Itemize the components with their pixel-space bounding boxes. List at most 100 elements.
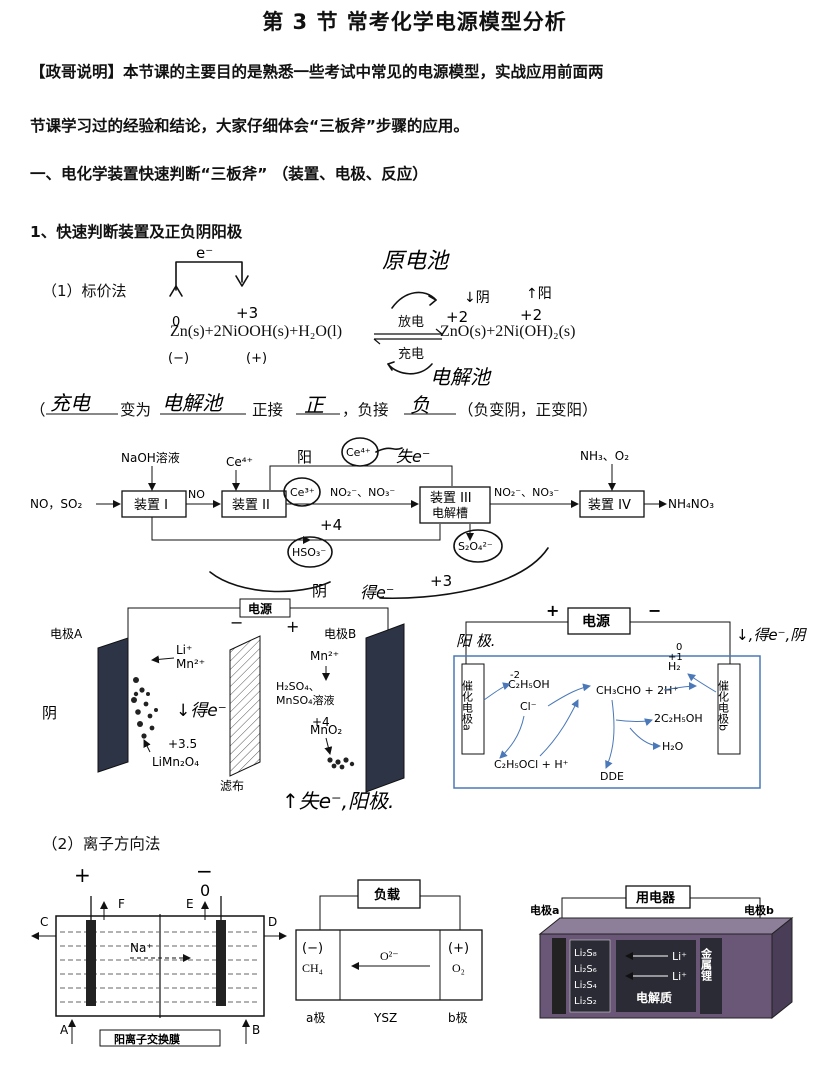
equation-annotations: e⁻ 0 +3 +2 +2 (−) (+) 原电池 电解池 ↓阴 ↑阳 bbox=[168, 244, 552, 389]
ysz-pos-mark: (+) bbox=[448, 941, 469, 956]
port-b: B bbox=[252, 1023, 260, 1037]
methane-label: CH₄ bbox=[302, 961, 323, 975]
fill-negative-connect: ，负接 bbox=[342, 401, 389, 419]
li-ion-1: Li⁺ bbox=[672, 950, 687, 963]
ysz-label: YSZ bbox=[373, 1011, 397, 1025]
zn-product-oxidation-state: +2 bbox=[446, 308, 468, 326]
s2o4-circle bbox=[453, 529, 503, 563]
power-box-left bbox=[239, 598, 291, 618]
mn-ion-b-label: Mn²⁺ bbox=[310, 649, 339, 663]
polysulfide-s6: Li₂S₆ bbox=[574, 964, 597, 975]
ysz-fuel-cell: 负载 (−) (+) CH₄ O₂ O²⁻ a极 YSZ b极 bbox=[295, 879, 483, 1025]
fill-open: （ bbox=[30, 401, 46, 419]
power-label-left: 电源 bbox=[248, 601, 272, 616]
electrolyte-label: 电解质 bbox=[636, 990, 672, 1005]
membrane-label: 阳离子交换膜 bbox=[114, 1032, 180, 1046]
ethanol-2-label: 2C₂H₅OH bbox=[654, 712, 703, 725]
equation-right: ZnO(s)+2Ni(OH)₂(s) bbox=[440, 323, 576, 340]
dde-minus: − bbox=[648, 601, 661, 620]
ion-left-plus: + bbox=[74, 863, 91, 887]
device-1-label: 装置 I bbox=[134, 498, 168, 513]
dde-power-label: 电源 bbox=[582, 613, 610, 630]
intro-line-2: 节课学习过的经验和结论，大家仔细体会“三板斧”步骤的应用。 bbox=[30, 117, 469, 135]
naoh-label: NaOH溶液 bbox=[121, 450, 180, 465]
limn2o4-electrolysis-cell: 电源 − + 电极A 滤布 电极B Li⁺ Mn²⁺ bbox=[42, 598, 405, 813]
a-pole-label: a极 bbox=[306, 1011, 325, 1025]
solution-label-1: H₂SO₄、 bbox=[276, 680, 320, 693]
flow-lose-electron-note: 失e⁻ bbox=[396, 447, 430, 466]
polysulfide-s8: Li₂S₈ bbox=[574, 948, 597, 959]
dde-wire-left bbox=[465, 621, 568, 666]
port-c: C bbox=[40, 915, 48, 929]
flow-plus4-note: +4 bbox=[320, 516, 342, 534]
method-2-label: （2）离子方向法 bbox=[42, 835, 161, 853]
dde-cathode-note: ↓,得e⁻,阴 bbox=[736, 626, 807, 644]
negative-mark: (−) bbox=[168, 351, 189, 366]
zn-oxidation-state: 0 bbox=[172, 315, 180, 330]
filter-cloth bbox=[229, 635, 261, 777]
li-ion-label: Li⁺ bbox=[176, 643, 192, 657]
equation-charge: 充电 bbox=[398, 347, 425, 362]
load-label: 负载 bbox=[374, 887, 400, 903]
dde-0-note: 0 bbox=[676, 642, 682, 653]
mn-ion-label: Mn²⁺ bbox=[176, 657, 205, 671]
polysulfide-stack bbox=[569, 939, 611, 1013]
nitrite-nitrate-label: NO₂⁻、NO₃⁻ bbox=[330, 486, 395, 499]
ion-left-minus: − bbox=[196, 859, 213, 883]
acetaldehyde-label: CH₃CHO + 2H⁺ bbox=[596, 684, 678, 697]
device-1-box bbox=[121, 490, 187, 518]
dde-label: DDE bbox=[600, 770, 624, 783]
ni-product-oxidation-state: +2 bbox=[520, 306, 542, 324]
electron-label: e⁻ bbox=[196, 244, 213, 262]
electrode-a-plate bbox=[97, 637, 129, 773]
ce4-input-label: Ce⁴⁺ bbox=[226, 455, 253, 469]
left-lose-note: ↑失e⁻,阳极. bbox=[282, 789, 394, 813]
chloroethanol-label: C₂H₅OCl + H⁺ bbox=[494, 758, 569, 771]
catalytic-electrode-a-label: 催化电极a bbox=[461, 679, 474, 731]
handwritten-swoop-1 bbox=[209, 571, 331, 593]
ysz-cell-box bbox=[295, 929, 483, 1001]
device-3-label: 装置 III bbox=[430, 491, 472, 506]
dde-power-box bbox=[567, 607, 631, 635]
output-label: NH₄NO₃ bbox=[668, 497, 714, 511]
catalytic-electrode-a bbox=[461, 663, 485, 755]
left-plus4-note: +4 bbox=[312, 715, 330, 729]
left-yin-note: 阴 bbox=[42, 704, 57, 722]
electrolytic-cell-note: 电解池 bbox=[430, 365, 492, 389]
charge-curve-arrow bbox=[387, 363, 433, 375]
ysz-neg-mark: (−) bbox=[302, 941, 323, 956]
hso3-circle bbox=[287, 536, 333, 568]
ce3-circle bbox=[283, 477, 321, 507]
dde-electrolysis-cell: 电源 + − 催化电极a 催化电极b C₂H₅OH Cl⁻ C₂H₅OCl + … bbox=[453, 601, 807, 789]
device-2-label: 装置 II bbox=[232, 498, 270, 513]
right-electrode-bar bbox=[216, 920, 226, 1006]
galvanic-cell-note: 原电池 bbox=[382, 249, 450, 274]
load-box bbox=[357, 879, 421, 909]
lithium-sulfur-battery: 用电器 电极a 电极b 金属锂 Li₂S₈ Li₂S₆ Li₂S₄ Li₂S₂ … bbox=[530, 885, 794, 1020]
li-electrode-a-label: 电极a bbox=[530, 903, 559, 917]
answer-positive: 正 bbox=[304, 393, 327, 417]
s2o4-label: S₂O₄²⁻ bbox=[458, 540, 493, 553]
port-e: E bbox=[186, 897, 194, 911]
chloride-label: Cl⁻ bbox=[520, 700, 537, 713]
catalytic-electrode-b bbox=[717, 663, 741, 755]
section-1-title: 一、电化学装置快速判断“三板斧” （装置、电极、反应） bbox=[30, 165, 428, 183]
left-cell-plus: + bbox=[286, 617, 299, 636]
answer-negative: 负 bbox=[410, 393, 430, 417]
polysulfide-s2: Li₂S₂ bbox=[574, 996, 597, 1007]
b-pole-label: b极 bbox=[448, 1011, 468, 1025]
sodium-ion-label: Na⁺ bbox=[130, 941, 153, 955]
polysulfide-s4: Li₂S₄ bbox=[574, 980, 597, 991]
ethanol-label: C₂H₅OH bbox=[508, 678, 550, 691]
nh3-o2-label: NH₃、O₂ bbox=[580, 449, 629, 463]
page-title: 第 3 节 常考化学电源模型分析 bbox=[262, 10, 567, 34]
electrode-b-plate bbox=[365, 623, 405, 793]
wire-right bbox=[290, 607, 389, 640]
dde-wire-right bbox=[630, 621, 731, 664]
subsection-1-title: 1、快速判断装置及正负阴阳极 bbox=[30, 223, 243, 241]
li-electrode-b-label: 电极b bbox=[744, 903, 774, 917]
nacl-electrolyzer: Na⁺ + − 0 C F E D A B 阳离子交换膜 bbox=[31, 859, 287, 1047]
mno2-label: MnO₂ bbox=[310, 723, 342, 737]
membrane-label-box bbox=[99, 1029, 221, 1047]
cathode-note: ↓阴 bbox=[464, 290, 490, 306]
